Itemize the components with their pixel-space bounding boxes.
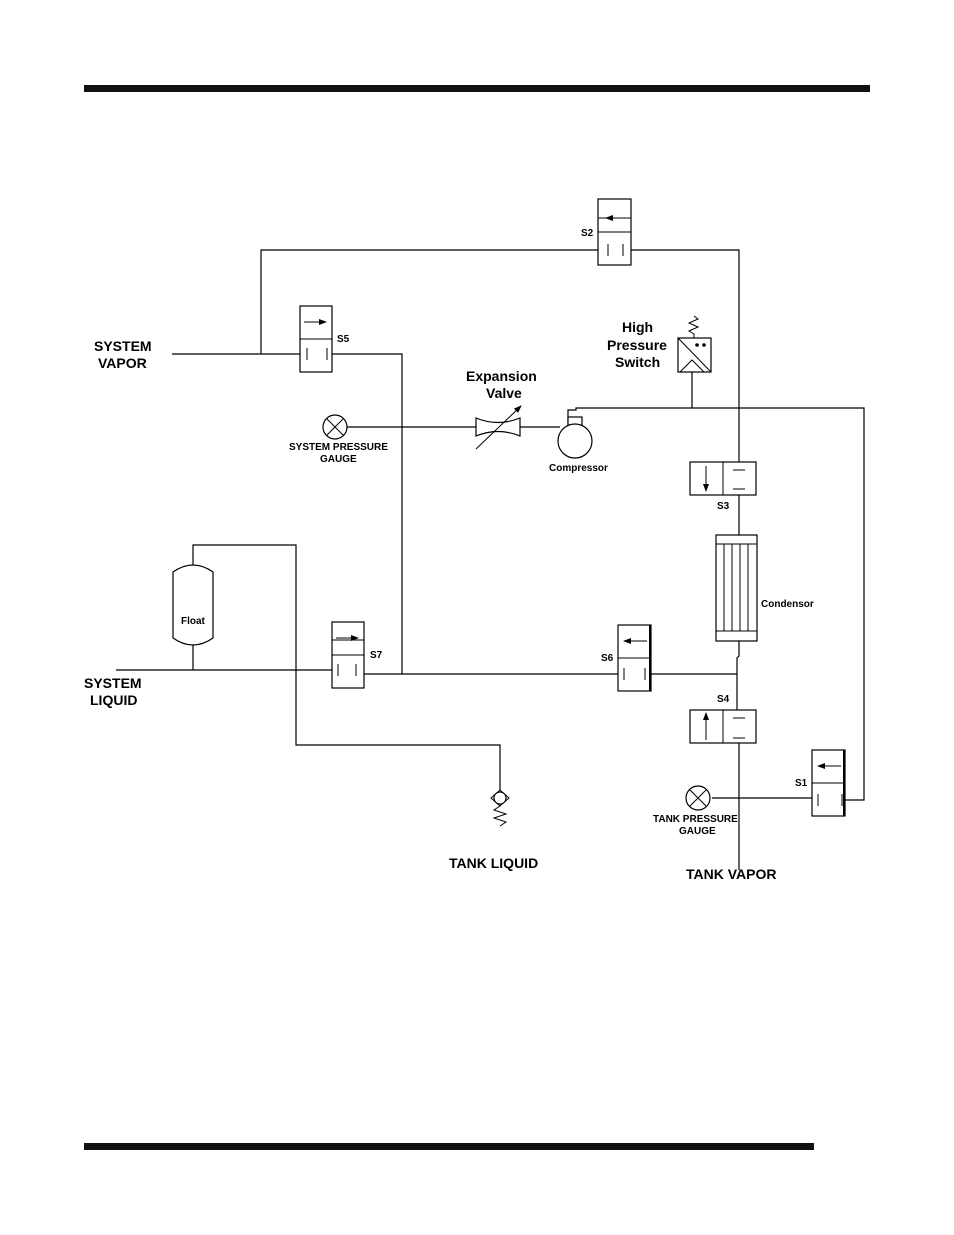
compressor-label: Compressor [549,463,608,474]
tank-liquid-label: TANK LIQUID [449,855,538,871]
tank-vapor-label: TANK VAPOR [686,866,776,882]
expansion-valve [476,406,521,449]
valve-s7: S7 [332,622,383,688]
valve-s2: S2 [581,199,631,265]
valve-s7-label: S7 [370,650,383,661]
valve-s2-label: S2 [581,228,594,239]
system-vapor-label-line2: VAPOR [98,355,147,371]
high-pressure-switch-label-line2: Pressure [607,337,667,353]
valve-s6: S6 [601,625,651,691]
tank-pressure-gauge-label-line1: TANK PRESSURE [653,814,738,825]
system-pressure-gauge [323,415,347,439]
valve-s1: S1 [795,750,845,816]
expansion-valve-label-line2: Valve [486,385,522,401]
valve-s4-label: S4 [717,694,730,705]
valve-s6-label: S6 [601,653,614,664]
system-vapor-label-line1: SYSTEM [94,338,152,354]
valve-s5-label: S5 [337,334,350,345]
system-liquid-label-line1: SYSTEM [84,675,142,691]
high-pressure-switch-label-line3: Switch [615,354,660,370]
valve-s4: S4 [690,694,756,743]
condensor-label: Condensor [761,599,814,610]
tank-liquid-check-valve [491,790,509,826]
valve-s1-label: S1 [795,778,808,789]
system-liquid-label-line2: LIQUID [90,692,137,708]
compressor [558,417,592,458]
condensor [716,535,757,641]
valve-s3-label: S3 [717,501,730,512]
float-label: Float [181,616,206,627]
valve-s3: S3 [690,462,756,512]
high-pressure-switch [678,316,711,372]
tank-pressure-gauge-label-line2: GAUGE [679,826,716,837]
system-pressure-gauge-label-line2: GAUGE [320,454,357,465]
float-tank: Float [173,565,213,645]
system-pressure-gauge-label-line1: SYSTEM PRESSURE [289,442,388,453]
tank-pressure-gauge [686,786,710,810]
high-pressure-switch-label-line1: High [622,319,653,335]
expansion-valve-label-line1: Expansion [466,368,537,384]
valve-s5: S5 [300,306,350,372]
